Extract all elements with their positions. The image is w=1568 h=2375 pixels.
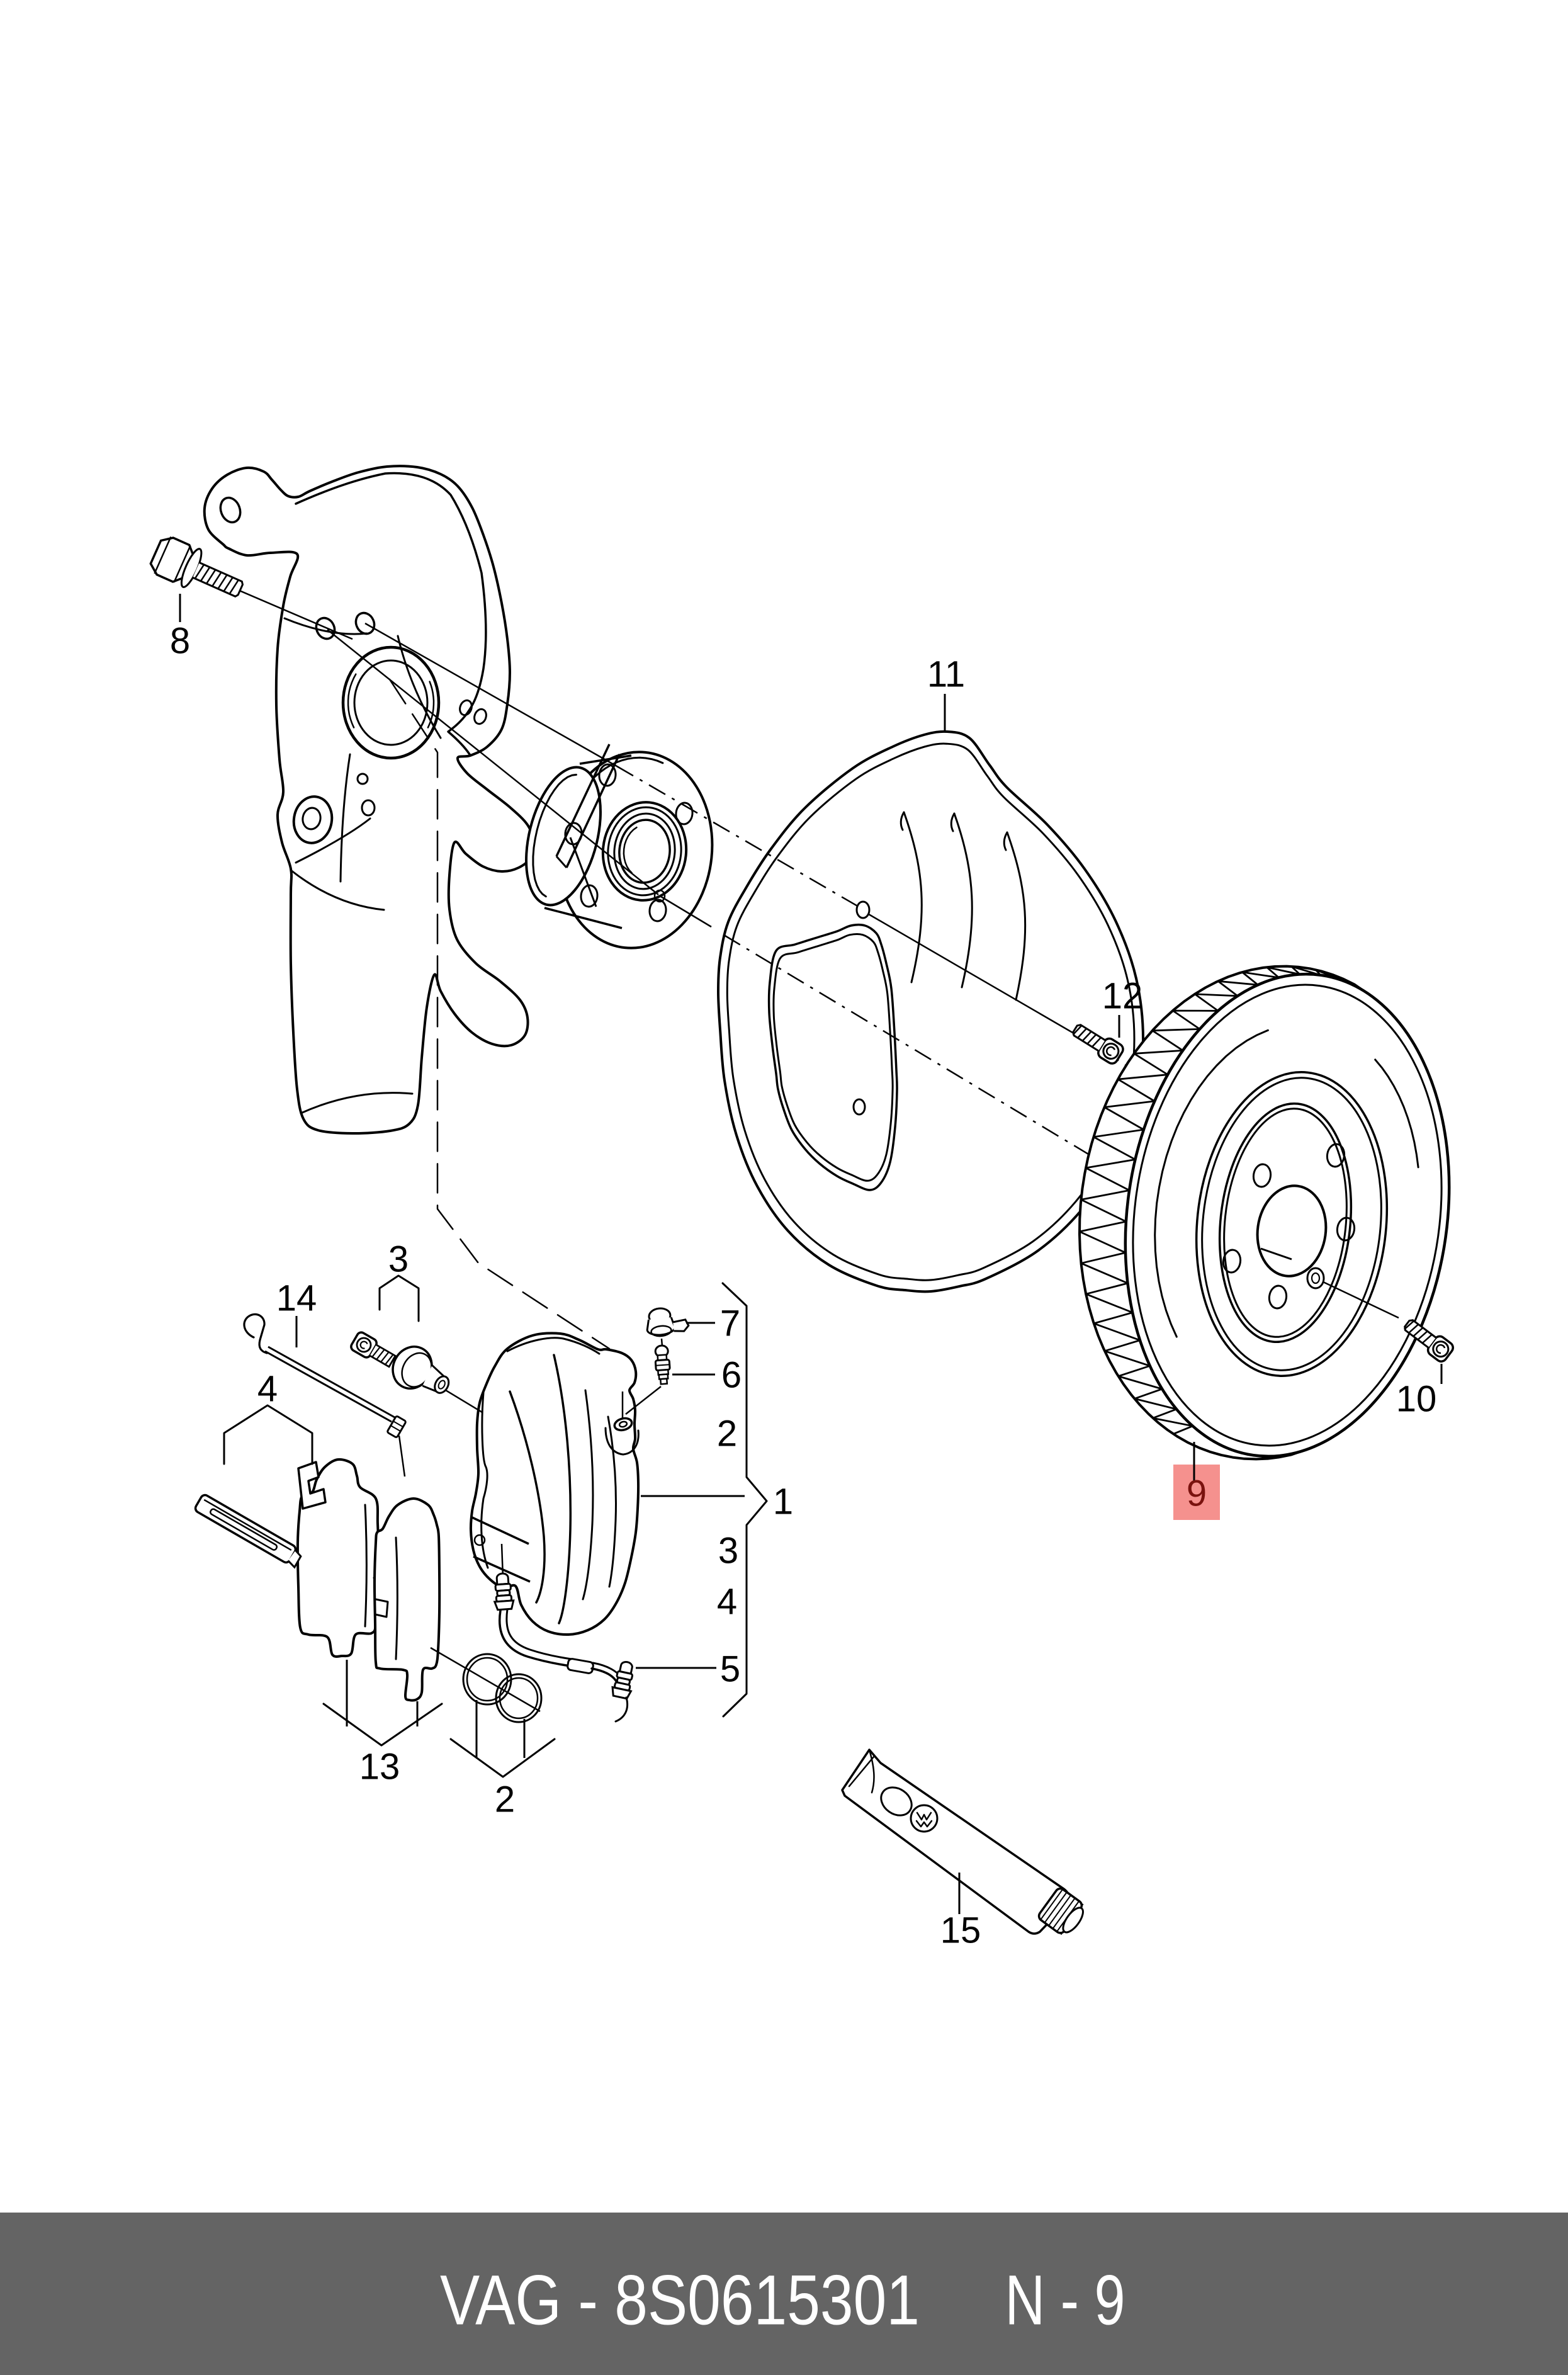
brake-caliper [469,1332,640,1636]
disc-center-bore [1256,1184,1328,1278]
bleeder-cap-valve [625,1307,690,1415]
knuckle-bushing [292,795,334,844]
disc-screw-hole [1306,1267,1325,1290]
callout-6[interactable]: 6 [721,1355,742,1396]
brake-disc [1078,965,1451,1461]
callout-11[interactable]: 11 [927,654,965,695]
pad-retainer-shim [194,1494,302,1569]
knuckle-hole-b [354,611,376,635]
axis-knuckle-shield-solid [364,622,618,768]
vw-logo-icon [910,1804,939,1833]
wheel-hub [525,744,714,949]
disc-face [1124,972,1451,1458]
mount-bolt [149,536,244,598]
knuckle-ear-hole [219,496,242,524]
bolt-axis [237,589,353,640]
bracket-4 [223,1404,313,1465]
callout-13[interactable]: 13 [359,1747,400,1788]
bracket-3 [378,1274,420,1322]
callout-10[interactable]: 10 [1396,1379,1437,1420]
footer-bar [0,2213,1568,2375]
axis-knuckle-caliper [388,678,611,1350]
callout-7[interactable]: 7 [720,1303,740,1344]
bracket-2 [449,1738,556,1778]
callout-9[interactable]: 9 [1187,1473,1207,1514]
callout-4b[interactable]: 4 [717,1582,737,1623]
brake-pads [279,1458,441,1702]
callout-2b[interactable]: 2 [495,1779,515,1820]
hub-bore [601,801,688,902]
shield-window [767,923,898,1191]
wear-sensor-cable [243,1313,407,1477]
seal-ring-2 [495,1673,543,1723]
shield-hole-top [855,900,871,919]
axis-knuckle-hub-solid [327,629,659,895]
footer-part-number: VAG - 8S0615301 [440,2261,920,2340]
caliper-bleeder-boss [613,1417,633,1432]
wear-contact-plug [493,1572,515,1611]
pad-clip-group [297,1461,327,1510]
shield-outline [717,730,1144,1293]
cable-hook [243,1313,268,1354]
callout-15[interactable]: 15 [940,1910,981,1951]
callout-4[interactable]: 4 [257,1369,278,1410]
shield-screw [1072,1024,1124,1065]
callout-8[interactable]: 8 [170,621,190,662]
callout-14[interactable]: 14 [276,1278,317,1319]
seal-rings [430,1647,543,1723]
brake-hose-contact [493,1543,634,1723]
guide-pin-parts [350,1331,483,1414]
knuckle-hole-a [315,616,336,640]
callout-1[interactable]: 1 [773,1482,793,1522]
caliper-outline [469,1332,640,1636]
disc-hat-ring [1195,1071,1389,1377]
shield-hole-bottom [852,1098,866,1116]
sensor-hose [499,1609,572,1667]
bracket-13 [322,1703,443,1747]
callout-2[interactable]: 2 [717,1414,737,1454]
construction-lines [237,589,1136,1350]
callout-3[interactable]: 3 [388,1239,409,1280]
knuckle-bore [341,645,441,760]
callout-3b[interactable]: 3 [718,1531,738,1572]
steering-knuckle [203,465,536,1135]
ring-axis-line [430,1647,541,1713]
footer: VAG - 8S0615301 N - 9 [0,2213,1568,2375]
brake-pad-outer [373,1497,441,1702]
bracket-1 [721,1282,768,1718]
footer-page-number: N - 9 [1005,2261,1125,2340]
screw10-leader-line [1323,1281,1399,1319]
splash-shield [717,730,1144,1293]
disc-screw [1404,1319,1454,1363]
hose-end-fitting [611,1660,634,1700]
grease-tube [841,1749,1084,1936]
callout-5[interactable]: 5 [720,1649,740,1690]
pad-clip [297,1461,327,1510]
callouts: 8 11 12 10 9 15 14 3 4 13 2 7 6 2 1 3 4 … [170,594,1443,1951]
highlight-box[interactable] [1173,1465,1220,1520]
callout-12[interactable]: 12 [1102,976,1143,1017]
